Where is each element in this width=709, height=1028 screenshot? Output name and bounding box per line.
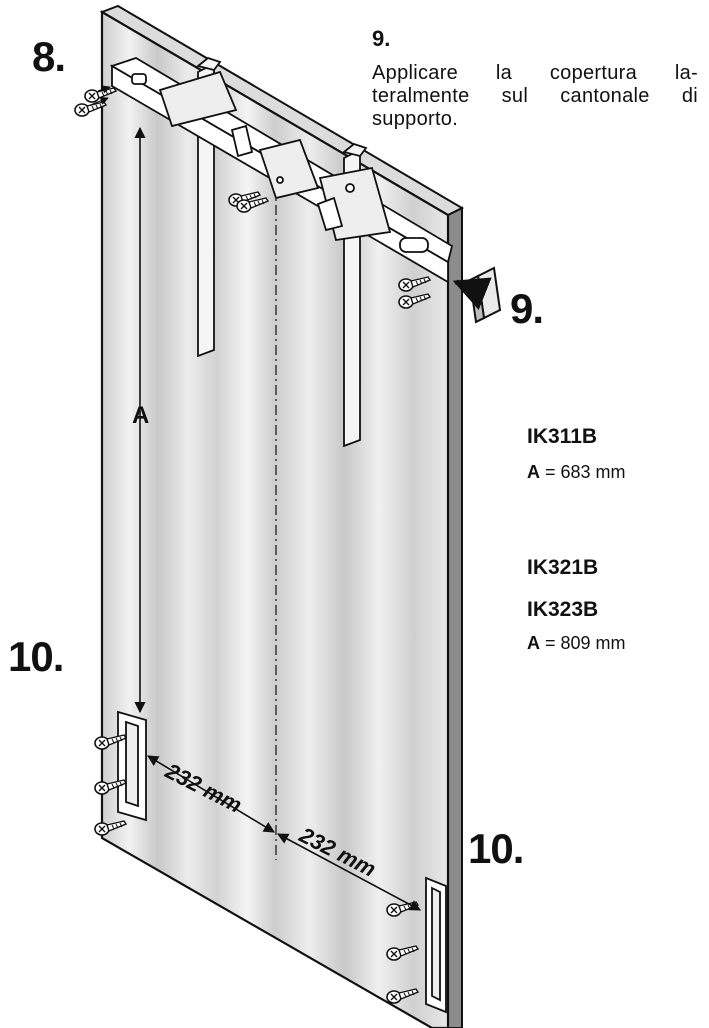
bottom-left-plate bbox=[117, 710, 147, 822]
cover-arrow bbox=[452, 277, 492, 310]
top-bracket bbox=[109, 57, 454, 284]
spacing-line-right bbox=[277, 833, 421, 911]
model-ik323b: IK323B bbox=[527, 598, 599, 621]
bottom-right-plate bbox=[425, 876, 447, 1014]
dimension-a-label: A bbox=[132, 402, 150, 429]
step-9-label: 9. bbox=[510, 285, 544, 332]
model-ik321b: IK321B bbox=[527, 556, 599, 579]
instruction-line-1: Applicare la copertura la- bbox=[372, 62, 698, 84]
step-10-right-label: 10. bbox=[468, 825, 524, 872]
instruction-line-3: supporto. bbox=[372, 108, 459, 130]
step-8-label: 8. bbox=[32, 33, 66, 80]
model-ik311b-spec: A = 683 mm bbox=[527, 462, 626, 482]
side-cover bbox=[468, 266, 502, 324]
model-ik311b: IK311B bbox=[527, 425, 598, 448]
step-9-instruction-text: Applicare la copertura la- teralmente su… bbox=[372, 62, 698, 131]
panel-edge bbox=[447, 206, 463, 1028]
step-10-left-label: 10. bbox=[8, 633, 64, 680]
instruction-line-2: teralmente sul cantonale di bbox=[372, 85, 698, 107]
step-9-heading: 9. bbox=[372, 26, 391, 51]
model-ik321b-ik323b-spec: A = 809 mm bbox=[527, 633, 626, 653]
spacing-line-left bbox=[147, 755, 275, 833]
